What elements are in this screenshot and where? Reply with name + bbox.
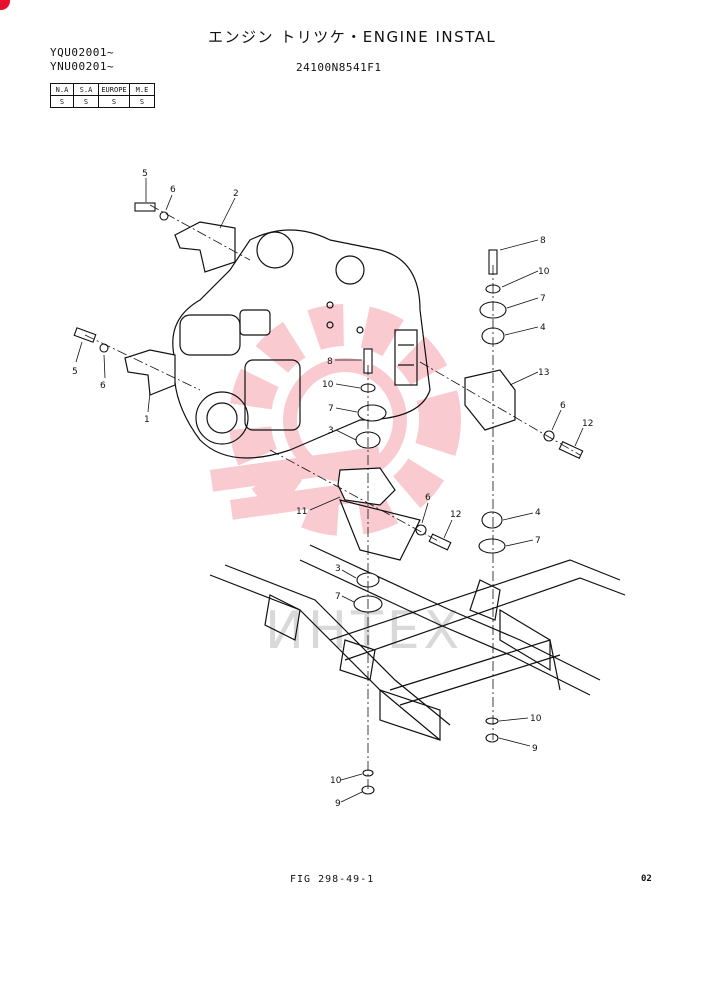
callout-12-right: 12	[582, 419, 593, 429]
washer-6-upper	[159, 211, 169, 221]
callout-4-right: 4	[540, 323, 546, 333]
callout-6-right: 6	[560, 401, 566, 411]
bracket-11	[337, 467, 396, 506]
nut-9-right	[485, 733, 499, 743]
value-me: S	[129, 95, 155, 108]
callout-3-left: 3	[328, 426, 334, 436]
callout-6-left: 6	[100, 381, 106, 391]
bracket-2	[174, 221, 236, 273]
washer-6-center	[415, 524, 427, 536]
callout-4-lower: 4	[535, 508, 541, 518]
page-title: エンジン トリツケ・ENGINE INSTAL	[208, 28, 497, 46]
callout-1: 1	[144, 415, 150, 425]
applicability-value-row: S S S S	[50, 95, 155, 108]
callout-9-right: 9	[532, 744, 538, 754]
callout-5-top: 5	[142, 169, 148, 179]
callout-8-right: 8	[540, 236, 546, 246]
callout-7-right: 7	[540, 294, 546, 304]
serial-range-2: YNU00201~	[50, 60, 115, 73]
callout-13: 13	[538, 368, 549, 378]
callout-7-lower-left: 7	[335, 592, 341, 602]
callout-5-left: 5	[72, 367, 78, 377]
callout-8-left: 8	[327, 357, 333, 367]
value-na: S	[50, 95, 74, 108]
callout-11: 11	[296, 507, 307, 517]
callout-12-center: 12	[450, 510, 461, 520]
callout-6-center: 6	[425, 493, 431, 503]
chassis-frame	[209, 499, 626, 741]
bracket-1	[124, 349, 176, 396]
figure-label: FIG 298-49-1	[290, 874, 375, 885]
washer-6-right	[543, 430, 555, 442]
callout-numbers: 5 6 2 5 6 1 8 10 7 3 11 6 12 8 10 7 4 13…	[72, 169, 593, 809]
callout-3-lower: 3	[335, 564, 341, 574]
page-code: 02	[641, 874, 652, 884]
alignment-lines	[84, 204, 581, 790]
part-number: 24100N8541F1	[296, 61, 382, 74]
bolt-5-upper	[134, 202, 156, 212]
washer-10-right-lower	[485, 717, 499, 725]
callout-7-lower-right: 7	[535, 536, 541, 546]
mount-7-left-upper	[357, 404, 387, 422]
callout-9-left: 9	[335, 799, 341, 809]
callout-7-left: 7	[328, 404, 334, 414]
mount-4-right-lower	[481, 511, 503, 529]
callout-10-lower-right: 10	[530, 714, 542, 724]
serial-range-1: YQU02001~	[50, 46, 115, 59]
applicability-table: N.A S.A EUROPE M.E S S S S	[50, 83, 155, 108]
bolt-12-right	[558, 440, 584, 460]
callout-2: 2	[233, 189, 239, 199]
mount-7-right-lower	[478, 538, 506, 554]
corner-mark	[0, 0, 10, 10]
bracket-13	[464, 369, 516, 431]
callout-10-left: 10	[322, 380, 334, 390]
callout-10-right: 10	[538, 267, 550, 277]
callout-6-top: 6	[170, 185, 176, 195]
callout-10-lower-left: 10	[330, 776, 342, 786]
mount-brackets	[124, 221, 516, 506]
leader-lines	[75, 178, 584, 803]
